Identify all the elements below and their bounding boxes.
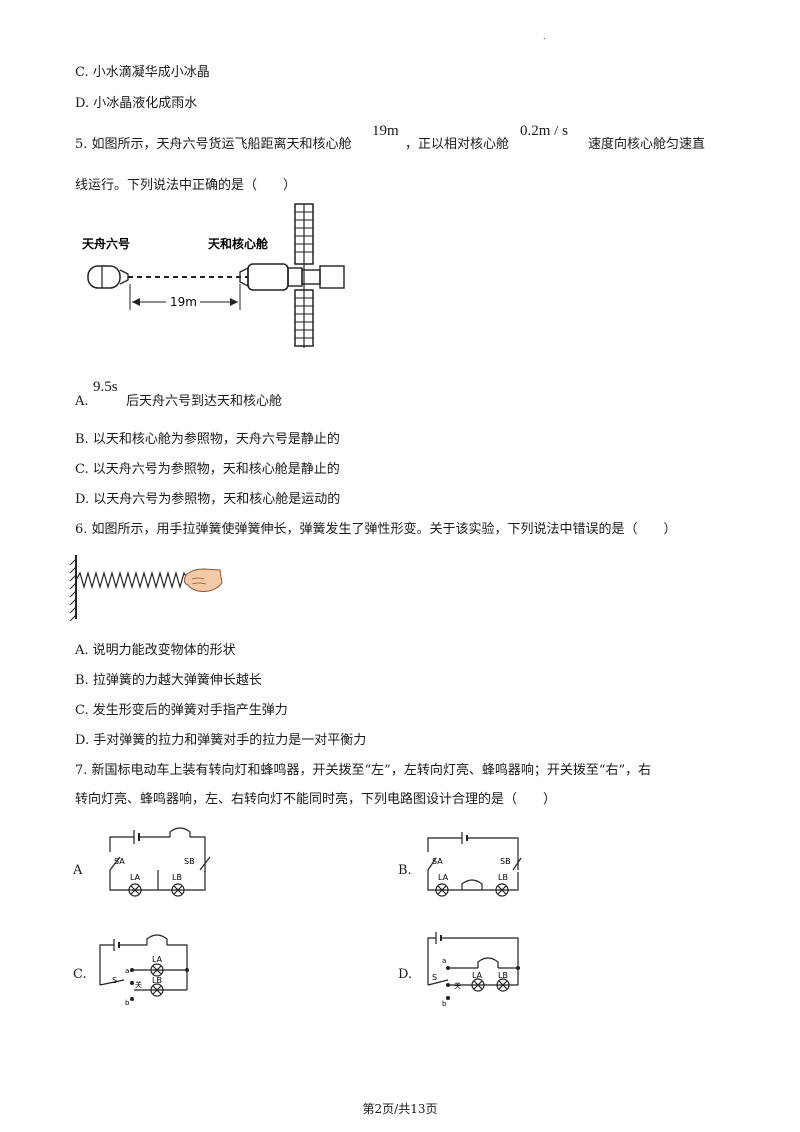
q5-option-a-text: 后天舟六号到达天和核心舱 <box>126 394 283 409</box>
q7-option-a-label: A <box>73 863 83 878</box>
q5-spacecraft-figure: 天舟六号 天和核心舱 19m <box>82 203 345 348</box>
label-sa: SA <box>432 857 443 866</box>
q4-option-c: C. 小水滴凝华成小冰晶 <box>75 65 210 80</box>
q5-option-c: C. 以天舟六号为参照物，天和核心舱是静止的 <box>75 462 340 477</box>
q6-option-b: B. 拉弹簧的力越大弹簧伸长越长 <box>75 673 262 688</box>
q5-stem-part1: 5. 如图所示，天舟六号货运飞船距离天和核心舱 <box>75 137 352 152</box>
corner-mark: . <box>543 32 546 41</box>
label-lb: LB <box>172 873 182 882</box>
label-lb: LB <box>152 976 162 985</box>
q5-option-a-prefix: A. <box>75 394 89 409</box>
label-s: S <box>432 973 437 982</box>
tianzhou-craft <box>87 265 129 289</box>
q6-option-d: D. 手对弹簧的拉力和弹簧对手的拉力是一对平衡力 <box>75 733 367 748</box>
q7-circuit-c: a S 关 b LA LB <box>99 934 189 1007</box>
q6-option-a: A. 说明力能改变物体的形状 <box>75 643 236 658</box>
label-tianhe: 天和核心舱 <box>208 236 269 251</box>
label-la: LA <box>130 873 141 882</box>
q7-circuit-d: a S 关 b LA LB <box>427 932 520 1008</box>
q6-stem: 6. 如图所示，用手拉弹簧使弹簧伸长，弹簧发生了弹性形变。关于该实验，下列说法中… <box>75 522 677 537</box>
q5-option-b: B. 以天和核心舱为参照物，天舟六号是静止的 <box>75 432 340 447</box>
q5-stem-line2: 线运行。下列说法中正确的是（ ） <box>75 178 297 193</box>
label-sb: SB <box>184 857 195 866</box>
hand-icon <box>183 568 223 592</box>
label-tianzhou: 天舟六号 <box>82 236 130 251</box>
label-sb: SB <box>500 857 511 866</box>
label-distance: 19m <box>170 295 197 309</box>
label-lb: LB <box>498 971 508 980</box>
q6-option-c: C. 发生形变后的弹簧对手指产生弹力 <box>75 703 288 718</box>
wall-icon <box>69 555 77 621</box>
q7-stem-line2: 转向灯亮、蜂鸣器响，左、右转向灯不能同时亮，下列电路图设计合理的是（ ） <box>75 792 557 807</box>
label-sa: SA <box>114 857 125 866</box>
q7-option-c-label: C. <box>73 967 87 982</box>
label-s: S <box>112 976 117 985</box>
label-la: LA <box>472 971 483 980</box>
q7-stem-line1: 7. 新国标电动车上装有转向灯和蜂鸣器，开关拨至“左”，左转向灯亮、蜂鸣器响；开… <box>75 763 652 778</box>
q7-option-d-label: D. <box>398 967 413 982</box>
q5-option-a-time: 9.5s <box>93 379 118 395</box>
label-lb: LB <box>498 873 508 882</box>
q7-circuit-a: SA SB LA LB <box>109 827 211 897</box>
label-la: LA <box>152 955 163 964</box>
label-guan: 关 <box>454 981 461 990</box>
spring-icon <box>75 570 189 590</box>
label-guan: 关 <box>135 980 142 989</box>
label-b: b <box>125 999 130 1007</box>
label-a: a <box>125 967 129 975</box>
q5-stem-part3: 速度向核心舱匀速直 <box>588 137 706 152</box>
label-la: LA <box>438 873 449 882</box>
q5-option-d: D. 以天舟六号为参照物，天和核心舱是运动的 <box>75 492 341 507</box>
tianhe-core-module <box>239 203 345 348</box>
label-b: b <box>442 1000 447 1008</box>
label-a: a <box>442 957 446 965</box>
q7-option-b-label: B. <box>398 863 412 878</box>
q6-spring-hand-figure <box>69 555 223 621</box>
q5-stem-part2: ，正以相对核心舱 <box>405 137 510 152</box>
q4-option-d: D. 小冰晶液化成雨水 <box>75 96 198 111</box>
page-footer: 第2页/共13页 <box>362 1102 438 1116</box>
q5-speed-value: 0.2m / s <box>520 123 568 139</box>
distance-dimension: 19m <box>129 284 241 310</box>
q5-distance-value: 19m <box>372 123 399 139</box>
q7-circuit-b: SA SB LA LB <box>427 832 522 897</box>
